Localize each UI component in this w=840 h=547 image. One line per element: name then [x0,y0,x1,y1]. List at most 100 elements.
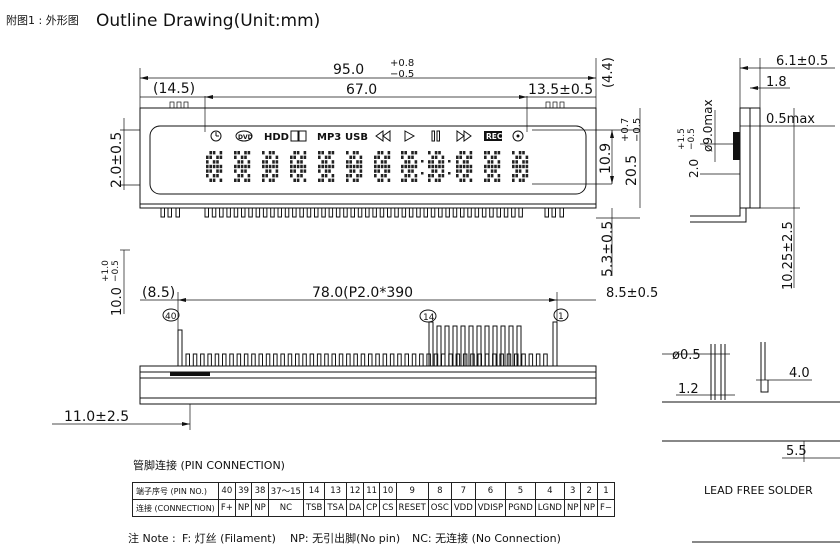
connection-cell: NP [563,499,582,517]
pin-marker-40: 40 [162,308,180,322]
connection-cell: RESET [395,499,429,517]
dim-left-height: 2.0±0.5 [109,132,125,188]
rewind-icon [375,130,391,142]
dim-display-width: 67.0 [346,82,377,98]
dim-pin-length: 10.0 [110,287,125,316]
digit-cell [346,151,363,182]
connection-cell: PGND [505,499,536,517]
dvd-icon: DVD [235,130,253,142]
pin-number-cell: 10 [379,482,397,500]
pin-number-cell: 11 [363,482,381,500]
dim-total-height: 20.5 [624,155,640,186]
connection-cell: LGND [534,499,565,517]
svg-text:14: 14 [423,313,435,323]
connection-header: 连接 (CONNECTION) [132,499,219,517]
side-view: 6.1±0.5 1.8 0.5max ø9.0max 2.0 +1.5 −0.5… [677,54,835,290]
note-label: 注 Note : [128,532,176,545]
dim-side-small: 1.8 [766,75,787,90]
dolby-icon [290,130,307,142]
pin-number-cell: 7 [450,482,476,500]
connection-cell: F+ [217,499,236,517]
pin-marker-1: 1 [553,308,569,322]
pin-number-cell: 9 [395,482,429,500]
pause-icon [431,130,440,142]
forward-icon [456,130,472,142]
pin-table-caption: 管脚连接 (PIN CONNECTION) [133,458,285,472]
svg-text:REC: REC [486,132,503,141]
pin-number-cell: 12 [345,482,365,500]
digit-cell [512,151,529,182]
dim-lower-height: 5.3±0.5 [600,221,616,277]
svg-text:40: 40 [165,312,177,322]
connection-cell: TSA [324,499,347,517]
front-view-pins [160,207,564,218]
note-filament: F: 灯丝 (Filament) [182,532,276,545]
front-view-top-dimensions: 95.0 +0.8 −0.5 (14.5) 67.0 13.5±0.5 (4.4… [139,57,616,132]
connection-cell: NC [267,499,304,517]
pin-number-cell: 8 [427,482,452,500]
play-icon [404,130,416,142]
hdd-icon: HDD [264,132,289,143]
dim-side-thickness: 6.1±0.5 [776,54,828,69]
dim-total-height-minus: −0.5 [632,118,643,142]
dim-overall-width-plus: +0.8 [390,58,414,69]
dim-detail-pitch: 1.2 [678,382,699,397]
svg-text:1: 1 [558,312,564,322]
pin-number-cell: 1 [596,482,615,500]
mp3-icon: MP3 [317,132,341,143]
dim-bottom-left: 11.0±2.5 [64,409,129,425]
lead-free-label: LEAD FREE SOLDER [704,484,813,497]
digit-cell [484,151,501,182]
usb-icon: USB [345,132,368,143]
pin-number-cell: 4 [534,482,565,500]
front-view-side-dimensions: 2.0±0.5 10.9 20.5 +0.7 −0.5 5.3±0.5 [109,108,643,277]
bottom-view: 10.0 +1.0 −0.5 (8.5) 78.0(P2.0*390 8.5±0… [52,249,658,430]
pin-marker-14: 14 [419,309,437,323]
connection-cell: CS [379,499,397,517]
clock-icon [210,130,222,142]
pin-number-cell: 40 [217,482,236,500]
dim-detail-width: 4.0 [789,366,810,381]
digit-cell [456,151,473,182]
dim-detail-height: 5.5 [786,444,807,459]
digit-cell [262,151,279,182]
dim-side-height-plus: +1.5 [677,128,687,150]
dim-display-height: 10.9 [598,143,614,174]
dim-side-height: 2.0 [687,159,701,178]
connection-cell: NP [234,499,253,517]
note-no-pin: NP: 无引出脚(No pin) [290,532,401,545]
digit-cell [401,151,424,182]
dim-pin-left-offset: (8.5) [142,285,175,301]
dim-top-gap: (4.4) [601,57,616,88]
connection-cell: DA [345,499,365,517]
digit-cell [374,151,391,182]
svg-text:DVD: DVD [238,134,253,141]
digit-cell [206,151,223,182]
dim-right-offset: 13.5±0.5 [528,82,593,98]
pin-number-cell: 37～15 [267,482,304,500]
rec-icon: REC [484,131,503,141]
dim-pin-length-plus: +1.0 [101,260,111,282]
connection-cell: VDISP [474,499,507,517]
figure-label: 附图1 : 外形图 [6,13,79,27]
dim-side-tip: 0.5max [766,112,815,127]
digit-cell [318,151,335,182]
front-view: DVD HDD MP3 USB REC [139,101,640,218]
pin-number-cell: 6 [474,482,507,500]
digit-cell [290,151,307,182]
character-digits [206,151,529,182]
dim-overall-width-minus: −0.5 [390,69,414,80]
dim-tube-diameter: ø9.0max [701,99,715,152]
dim-left-offset: (14.5) [153,81,195,97]
dim-pin-row: 78.0(P2.0*390 [312,285,413,301]
dim-pin-length-minus: −0.5 [111,260,121,282]
connection-cell: CP [363,499,381,517]
dim-pin-right-offset: 8.5±0.5 [606,286,658,301]
drawing-title: Outline Drawing(Unit:mm) [96,11,320,31]
pin-number-cell: 3 [563,482,582,500]
connection-cell: TSB [302,499,326,517]
pin-number-header: 端子序号 (PIN NO.) [132,482,219,500]
pin-number-cell: 14 [302,482,326,500]
